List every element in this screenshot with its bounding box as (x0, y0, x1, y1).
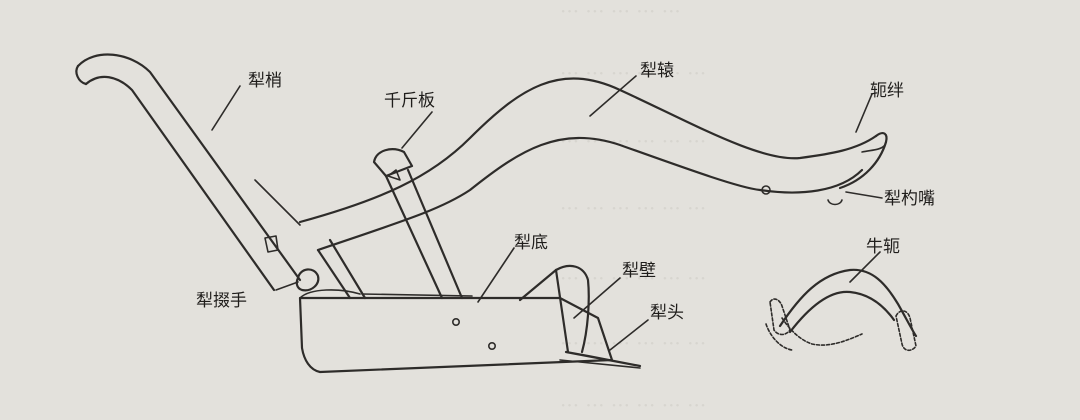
leader-qian-jin-ban (401, 111, 433, 149)
leader-li-di (477, 247, 515, 303)
leader-li-shao (211, 85, 241, 131)
label-plough-sole: 犁底 (514, 233, 548, 253)
strut-plate (316, 148, 464, 300)
label-ox-yoke: 牛轭 (866, 237, 900, 257)
plough-handle (75, 53, 302, 292)
leader-li-bi (573, 277, 621, 319)
svg-text:··· ··· ··· ··· ··· ···: ··· ··· ··· ··· ··· ··· (560, 196, 706, 220)
svg-text:··· ··· ··· ··· ··· ···: ··· ··· ··· ··· ··· ··· (560, 61, 706, 85)
leader-e-ban (855, 93, 873, 133)
leader-li-tou (609, 319, 649, 351)
svg-text:··· ··· ··· ··· ··· ···: ··· ··· ··· ··· ··· ··· (560, 393, 706, 417)
label-strut-plate: 千斤板 (384, 91, 435, 111)
ploughshare (559, 350, 642, 369)
plough-sole (298, 289, 614, 374)
label-beam-tip: 犁杓嘴 (884, 189, 935, 209)
mouldboard (518, 264, 590, 354)
plough-beam (298, 77, 888, 252)
svg-text:··· ··· ··· ··· ···: ··· ··· ··· ··· ··· (560, 0, 681, 23)
leader-lines (211, 75, 883, 351)
label-plough-beam: 犁辕 (640, 61, 674, 81)
label-plough-handle: 犁梢 (248, 71, 282, 91)
leader-li-rang (589, 75, 637, 117)
label-mouldboard: 犁壁 (622, 261, 656, 281)
background-bleed-text: ··· ··· ··· ··· ··· ··· ··· ··· ··· ··· … (560, 0, 706, 417)
label-handle-grip: 犁掇手 (196, 291, 247, 311)
handle-grip (295, 268, 320, 292)
leader-li-duo-shou (275, 281, 299, 291)
leader-li-shao-zui (845, 191, 883, 199)
ox-yoke (765, 268, 918, 352)
label-yoke-strap: 轭绊 (870, 81, 904, 101)
label-ploughshare: 犁头 (650, 303, 684, 323)
svg-text:··· ··· ··· ··· ··· ···: ··· ··· ··· ··· ··· ··· (560, 266, 706, 290)
leader-niu-e (849, 251, 881, 283)
